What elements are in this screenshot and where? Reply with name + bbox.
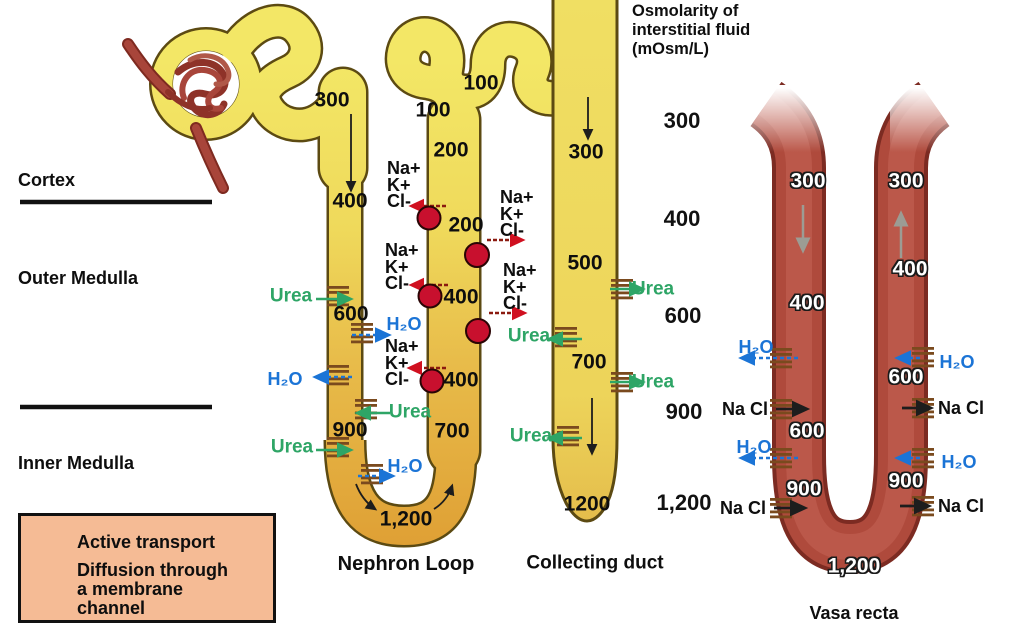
- nkcc-ions-left-3: Na+ K+ Cl-: [385, 336, 419, 389]
- water-label-descending-right: H₂O: [386, 314, 422, 334]
- scale-title-line2: interstitial fluid: [632, 21, 751, 39]
- ascending-osmolarity-200a: 200: [433, 138, 469, 162]
- distal-osmolarity-100: 100: [463, 71, 499, 95]
- vasa-asc-900: 900: [888, 469, 924, 493]
- scale-value-600: 600: [664, 303, 702, 328]
- scale-title-line3: (mOsm/L): [632, 40, 710, 58]
- active-transport-pumps: [406, 198, 528, 394]
- na-ion-label: Na+: [385, 336, 419, 356]
- cl-ion-label: Cl-: [387, 191, 411, 211]
- water-label-descending-left: H₂O: [267, 369, 303, 389]
- urea-label-descending-1: Urea: [269, 285, 313, 307]
- active-transport-pump-icon: [416, 205, 442, 231]
- proximal-osmolarity-300: 300: [314, 88, 350, 112]
- water-label-vasa-left-1: H₂O: [738, 337, 774, 357]
- loop-bottom-osmolarity-1200: 1,200: [379, 507, 433, 531]
- vasa-desc-600: 600: [789, 419, 825, 443]
- region-label-outer-medulla: Outer Medulla: [18, 268, 139, 288]
- distal-tubule: [387, 18, 592, 126]
- glomerulus-capillaries: [122, 38, 232, 194]
- nkcc-ions-left-2: Na+ K+ Cl-: [385, 240, 419, 293]
- urea-label-descending-2: Urea: [270, 436, 314, 458]
- k-ion-label: K+: [500, 203, 524, 224]
- proximal-tubule: [221, 6, 355, 140]
- vasa-asc-400: 400: [892, 257, 928, 281]
- scale-title-line1: Osmolarity of: [632, 2, 739, 20]
- cl-ion-label: Cl-: [385, 369, 409, 389]
- nkcc-ions-right-1: Na+ K+ Cl-: [500, 187, 534, 240]
- collecting-duct-tube: [551, 0, 619, 523]
- nephron-loop-label: Nephron Loop: [337, 553, 475, 575]
- active-transport-pump-icon: [464, 242, 490, 268]
- vasa-recta-label: Vasa recta: [809, 603, 899, 623]
- urea-label-duct-left-1: Urea: [507, 325, 551, 347]
- urea-label-duct-left-2: Urea: [509, 425, 553, 447]
- duct-osmolarity-700: 700: [571, 350, 607, 374]
- k-ion-label: K+: [385, 352, 409, 373]
- ascending-osmolarity-100: 100: [415, 98, 451, 122]
- water-label-loop: H₂O: [387, 456, 423, 476]
- active-transport-pump-icon: [419, 368, 445, 394]
- vessel-fade-left: [735, 85, 840, 152]
- ascending-osmolarity-400a: 400: [443, 285, 479, 309]
- cl-ion-label: Cl-: [503, 293, 527, 313]
- nacl-label-vasa-left-1: Na Cl: [721, 399, 769, 419]
- cl-ion-label: Cl-: [385, 273, 409, 293]
- na-ion-label: Na+: [503, 260, 537, 280]
- cl-ion-label: Cl-: [500, 220, 524, 240]
- vasa-asc-600: 600: [888, 365, 924, 389]
- ascending-osmolarity-200b: 200: [448, 213, 484, 237]
- legend-diffusion-line2: a membrane: [77, 579, 184, 599]
- water-label-vasa-left-2: H₂O: [736, 437, 772, 457]
- active-transport-pump-icon: [465, 318, 491, 344]
- descending-osmolarity-400: 400: [332, 189, 368, 213]
- descending-osmolarity-600: 600: [333, 302, 369, 326]
- vasa-bottom-1200: 1,200: [827, 554, 881, 578]
- legend-diffusion-line3: channel: [77, 598, 146, 618]
- tubular-flow-arrows: [345, 97, 598, 511]
- urea-label-duct-right-2: Urea: [631, 371, 675, 393]
- nkcc-ions-right-2: Na+ K+ Cl-: [503, 260, 537, 313]
- collecting-duct-label: Collecting duct: [526, 552, 664, 574]
- region-label-cortex: Cortex: [18, 170, 76, 190]
- scale-value-400: 400: [663, 206, 701, 231]
- urea-label-ascending: Urea: [388, 401, 432, 423]
- ascending-osmolarity-400b: 400: [443, 368, 479, 392]
- vasa-desc-900: 900: [786, 477, 822, 501]
- nacl-label-vasa-right-2: Na Cl: [937, 496, 985, 516]
- diffusion-arrows: [312, 281, 935, 517]
- na-ion-label: Na+: [385, 240, 419, 260]
- active-transport-pump-icon: [417, 283, 443, 309]
- nkcc-ions-left-1: Na+ K+ Cl-: [387, 158, 421, 211]
- vasa-recta-vessel: [735, 81, 1005, 575]
- vasa-asc-300: 300: [888, 169, 924, 193]
- water-label-vasa-right-1: H₂O: [939, 352, 975, 372]
- descending-osmolarity-900: 900: [332, 418, 368, 442]
- scale-value-300: 300: [663, 108, 701, 133]
- na-ion-label: Na+: [500, 187, 534, 207]
- scale-value-1200: 1,200: [656, 490, 712, 515]
- nacl-label-vasa-left-2: Na Cl: [719, 498, 767, 518]
- vasa-desc-300: 300: [790, 169, 826, 193]
- water-label-vasa-right-2: H₂O: [941, 452, 977, 472]
- ascending-osmolarity-700: 700: [434, 419, 470, 443]
- k-ion-label: K+: [385, 256, 409, 277]
- region-label-inner-medulla: Inner Medulla: [18, 453, 135, 473]
- duct-osmolarity-1200: 1200: [563, 492, 611, 516]
- na-ion-label: Na+: [387, 158, 421, 178]
- nacl-label-vasa-right-1: Na Cl: [937, 398, 985, 418]
- legend-diffusion-line1: Diffusion through: [77, 560, 228, 580]
- duct-osmolarity-300: 300: [568, 140, 604, 164]
- scale-value-900: 900: [665, 399, 703, 424]
- vasa-desc-400: 400: [789, 291, 825, 315]
- legend-active-transport-label: Active transport: [77, 532, 216, 552]
- k-ion-label: K+: [503, 276, 527, 297]
- duct-osmolarity-500: 500: [567, 251, 603, 275]
- legend-box: [18, 513, 276, 623]
- k-ion-label: K+: [387, 174, 411, 195]
- vessel-fade-right: [890, 85, 1005, 152]
- urea-label-duct-right-1: Urea: [631, 278, 675, 300]
